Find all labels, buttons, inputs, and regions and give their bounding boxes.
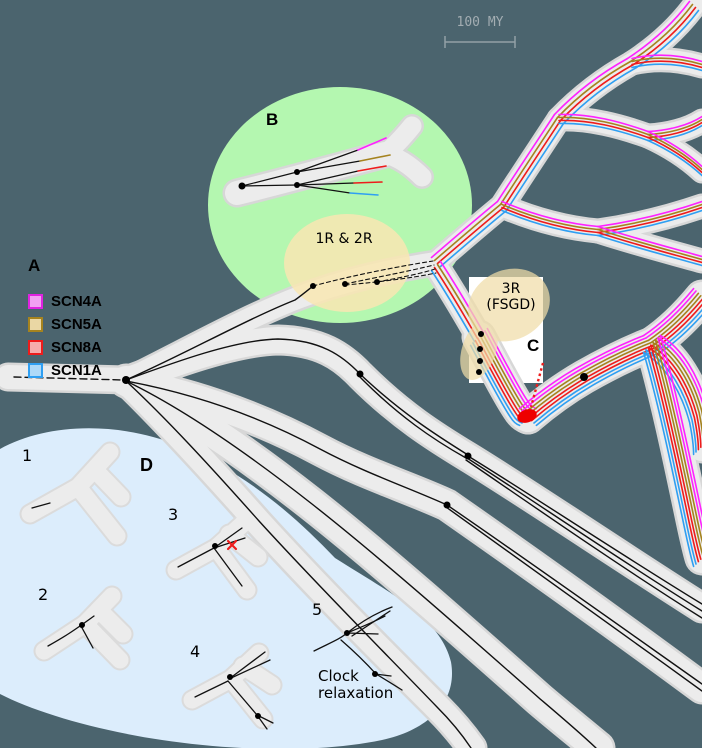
scn1a-swatch-icon: [28, 362, 43, 378]
gene-lines-black: [13, 149, 702, 748]
panel-c-label: C: [527, 336, 540, 355]
panel-b-gene-tips: [349, 137, 391, 196]
panel-c-pointer-line: [529, 362, 545, 408]
wgd-3r-label: 3R(FSGD): [471, 281, 551, 313]
legend-item-scn4a: SCN4A: [28, 290, 102, 313]
legend-item-label: SCN1A: [51, 361, 102, 379]
scn5a-swatch-icon: [28, 316, 43, 332]
tree-number-2: 2: [38, 585, 49, 604]
panel-b-gene-tree: [241, 149, 361, 194]
legend-item-label: SCN4A: [51, 292, 102, 310]
legend-item-scn8a: SCN8A: [28, 336, 102, 359]
wgd-3r-line1: 3R: [501, 281, 521, 297]
wgd-3r-line2: (FSGD): [486, 297, 536, 314]
panel-b-label: B: [266, 110, 279, 129]
panel-c-event-marker: [517, 409, 537, 423]
wgd-1r2r-highlight-ellipse: [284, 214, 410, 312]
tree-number-3: 3: [168, 505, 179, 524]
tree-number-1: 1: [22, 446, 33, 465]
gene-loss-x-marker: [226, 539, 238, 551]
legend-item-scn5a: SCN5A: [28, 313, 102, 336]
panel-d-label: D: [140, 455, 153, 475]
wgd-1r2r-label: 1R & 2R: [315, 231, 373, 247]
wgd-1r2r-duplicated-lines: [312, 260, 437, 287]
legend-title: A: [28, 256, 41, 275]
clock-line1: Clock: [318, 667, 359, 685]
scn4a-swatch-icon: [28, 293, 43, 309]
legend-item-label: SCN5A: [51, 315, 102, 333]
legend-item-label: SCN8A: [51, 338, 102, 356]
scn8a-swatch-icon: [28, 339, 43, 355]
clock-line2: relaxation: [318, 684, 394, 703]
panel-d-highlight-blob: [0, 428, 452, 748]
scale-bar: [444, 36, 516, 48]
duplication-node-dots: [79, 169, 588, 719]
tree-number-4: 4: [190, 642, 201, 661]
legend: A SCN4A SCN5A SCN8A SCN1A: [28, 256, 102, 382]
legend-item-scn1a: SCN1A: [28, 359, 102, 382]
scale-bar-label: 100 MY: [456, 15, 504, 30]
tree-number-5: 5: [312, 600, 323, 619]
